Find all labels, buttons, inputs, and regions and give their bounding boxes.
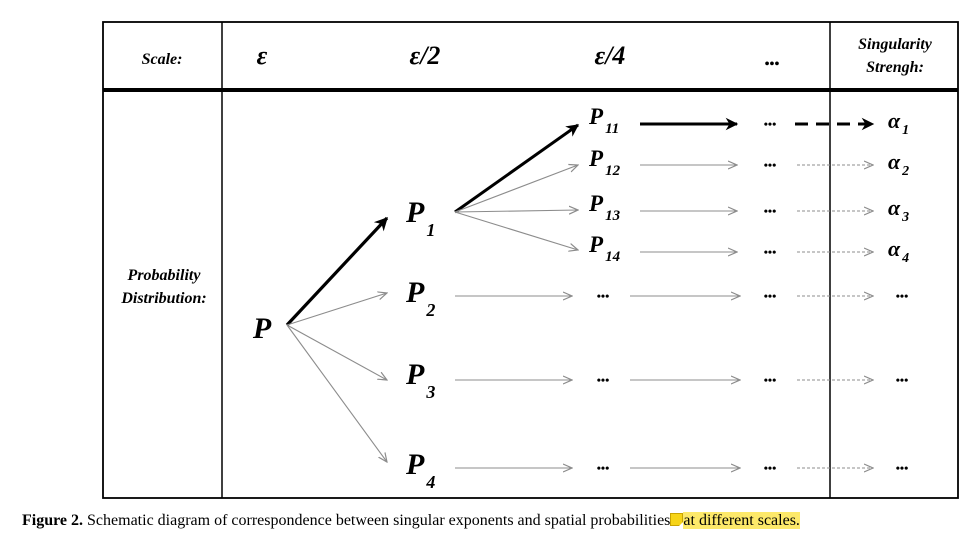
singularity-title-line2: Strengh: bbox=[866, 59, 924, 76]
ellipsis-r12: ••• bbox=[764, 158, 777, 172]
node-p: P bbox=[252, 312, 272, 345]
arrow-p1-p14 bbox=[454, 211, 578, 250]
arrow-bold-p1-p11 bbox=[454, 123, 580, 214]
ellipsis-r13: ••• bbox=[764, 204, 777, 218]
node-p4: P4 bbox=[405, 448, 435, 492]
caption-text: Schematic diagram of correspondence betw… bbox=[87, 512, 671, 529]
node-p2: P2 bbox=[405, 276, 435, 320]
arrow-bold-p-p1 bbox=[285, 216, 389, 327]
arrows bbox=[285, 117, 875, 468]
arrow-p-p4 bbox=[286, 324, 387, 462]
sticky-note-icon[interactable] bbox=[670, 513, 684, 526]
ellipsis-r2b: ••• bbox=[764, 289, 777, 303]
ellipsis-r2c: ••• bbox=[896, 289, 909, 303]
ellipsis-group: ••• ••• ••• ••• ••• ••• ••• ••• ••• ••• … bbox=[597, 117, 909, 475]
ellipsis-r3a: ••• bbox=[597, 373, 610, 387]
scale-eps: ε bbox=[257, 41, 268, 70]
arrow-p1-p12 bbox=[454, 165, 578, 213]
singularity-title-line1: Singularity bbox=[858, 36, 933, 53]
row-label-line1: Probability bbox=[127, 267, 202, 284]
ellipsis-r4c: ••• bbox=[896, 461, 909, 475]
arrow-p-p2 bbox=[286, 293, 387, 326]
node-p1: P1 bbox=[405, 196, 435, 240]
scale-ellipsis: ••• bbox=[765, 57, 780, 72]
table-border bbox=[102, 21, 959, 499]
ellipsis-r4b: ••• bbox=[764, 461, 777, 475]
scale-eps-quarter: ε/4 bbox=[595, 41, 626, 70]
arrow-p1-p13 bbox=[454, 210, 578, 212]
ellipsis-r11: ••• bbox=[764, 117, 777, 131]
caption-label: Figure 2. bbox=[22, 512, 84, 529]
figure-caption: Figure 2. Schematic diagram of correspon… bbox=[22, 512, 800, 530]
scale-eps-half: ε/2 bbox=[410, 41, 441, 70]
ellipsis-r14: ••• bbox=[764, 245, 777, 259]
arrow-p-p3 bbox=[286, 324, 387, 380]
ellipsis-r2a: ••• bbox=[597, 289, 610, 303]
ellipsis-r4a: ••• bbox=[597, 461, 610, 475]
scale-label: Scale: bbox=[142, 51, 183, 68]
caption-highlighted-text: at different scales. bbox=[683, 512, 800, 529]
diagram: Scale: ε ε/2 ε/4 ••• Singularity Strengh… bbox=[102, 21, 959, 499]
ellipsis-r3c: ••• bbox=[896, 373, 909, 387]
row-label-line2: Distribution: bbox=[120, 290, 206, 307]
node-p3: P3 bbox=[405, 358, 435, 402]
ellipsis-r3b: ••• bbox=[764, 373, 777, 387]
